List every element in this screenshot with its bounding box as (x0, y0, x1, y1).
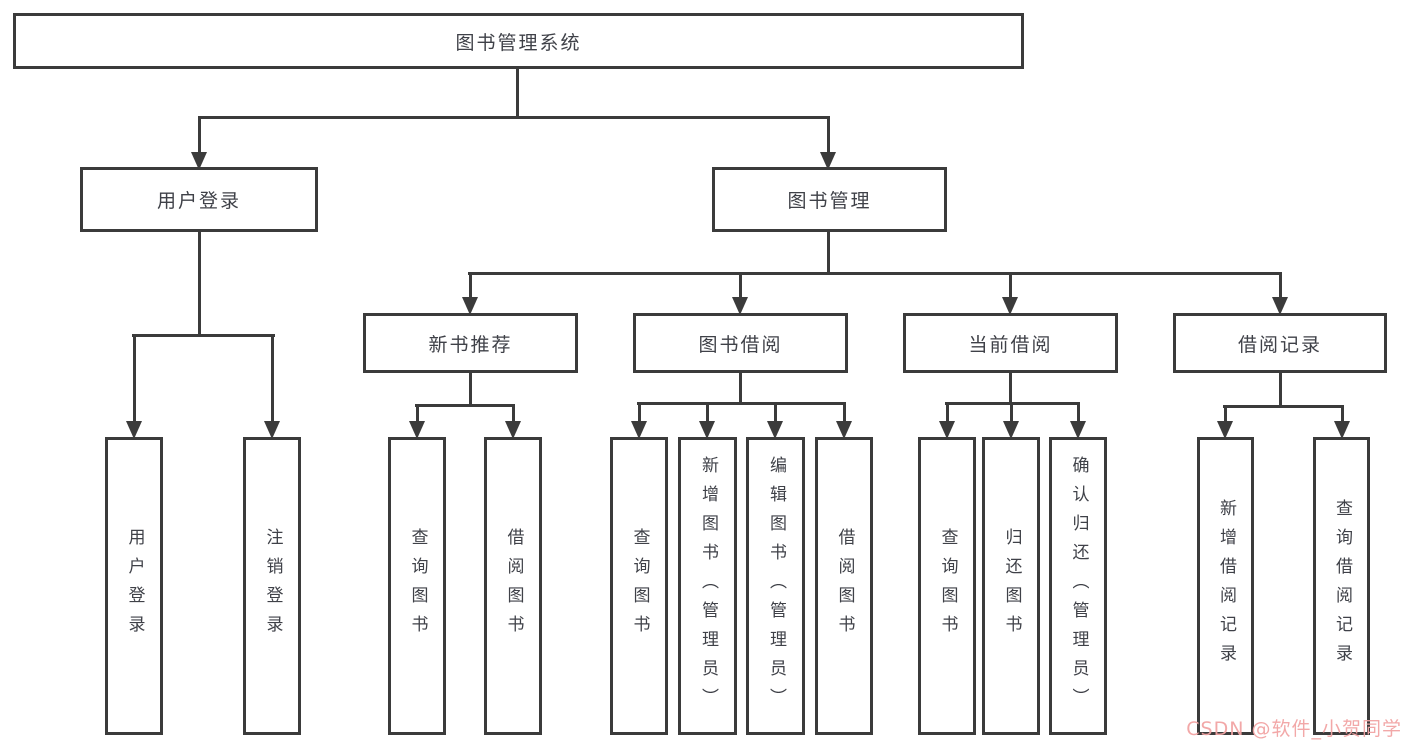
connector-arrow-stem (197, 116, 201, 154)
connector-line-vertical (826, 232, 830, 274)
connector-arrowhead (1217, 421, 1233, 439)
node-label: 注销登录 (262, 528, 283, 644)
connector-arrowhead (462, 297, 478, 315)
connector-arrow-stem (1223, 405, 1227, 423)
connector-arrow-stem (637, 402, 641, 423)
node-logout: 注销登录 (243, 437, 301, 735)
connector-line-horizontal (637, 402, 846, 405)
connector-arrowhead (939, 421, 955, 439)
node-label: 图书管理系统 (455, 31, 582, 54)
connector-line-horizontal (198, 116, 830, 119)
node-borrow-books-recommend: 借阅图书 (484, 437, 542, 735)
node-label: 查询图书 (937, 528, 958, 644)
node-current-borrowing: 当前借阅 (903, 313, 1118, 373)
node-label: 确认归还（管理员） (1068, 455, 1089, 717)
connector-arrowhead (191, 152, 207, 170)
node-label: 用户登录 (156, 190, 241, 212)
node-user-login: 用户登录 (80, 167, 318, 232)
connector-arrow-stem (270, 334, 274, 423)
node-borrowing-records: 借阅记录 (1173, 313, 1387, 373)
connector-line-horizontal (945, 402, 1080, 405)
connector-line-horizontal (415, 404, 515, 407)
connector-arrowhead (1334, 421, 1350, 439)
node-book-borrowing: 图书借阅 (633, 313, 848, 373)
node-borrow-books-borrowing: 借阅图书 (815, 437, 873, 735)
connector-arrow-stem (842, 402, 846, 423)
connector-arrowhead (1070, 421, 1086, 439)
connector-arrow-stem (1008, 272, 1012, 299)
node-library-management-system: 图书管理系统 (13, 13, 1024, 69)
node-label: 新增图书（管理员） (698, 455, 718, 717)
node-label: 新增借阅记录 (1216, 499, 1236, 673)
connector-arrowhead (1272, 297, 1288, 315)
connector-line-vertical (515, 66, 519, 118)
node-label: 当前借阅 (968, 333, 1053, 356)
node-query-books-current: 查询图书 (918, 437, 976, 735)
node-edit-books-admin: 编辑图书（管理员） (746, 437, 805, 735)
node-book-management: 图书管理 (712, 167, 947, 232)
connector-arrow-stem (1009, 402, 1013, 423)
connector-arrow-stem (132, 334, 136, 423)
connector-arrow-stem (511, 404, 515, 423)
connector-arrowhead (820, 152, 836, 170)
connector-line-vertical (468, 371, 472, 406)
connector-line-vertical (197, 232, 201, 336)
connector-arrowhead (409, 421, 425, 439)
connector-arrowhead (699, 421, 715, 439)
connector-arrowhead (264, 421, 280, 439)
node-add-books-admin: 新增图书（管理员） (678, 437, 737, 735)
connector-line-horizontal (468, 272, 1282, 275)
node-label: 图书借阅 (698, 333, 783, 356)
connector-arrow-stem (415, 404, 419, 423)
connector-line-horizontal (132, 334, 275, 337)
connector-arrowhead (836, 421, 852, 439)
node-query-books-borrowing: 查询图书 (610, 437, 668, 735)
connector-arrow-stem (1340, 405, 1344, 423)
node-query-books-recommend: 查询图书 (388, 437, 446, 735)
node-label: 用户登录 (124, 528, 145, 644)
node-label: 借阅图书 (503, 528, 524, 644)
node-confirm-return-admin: 确认归还（管理员） (1049, 437, 1107, 735)
connector-arrow-stem (773, 402, 777, 423)
node-label: 归还图书 (1001, 528, 1022, 644)
node-return-books: 归还图书 (982, 437, 1040, 735)
connector-arrow-stem (826, 116, 830, 154)
connector-arrow-stem (1076, 402, 1080, 423)
connector-arrow-stem (738, 272, 742, 299)
connector-arrowhead (767, 421, 783, 439)
connector-arrowhead (1003, 421, 1019, 439)
node-label: 借阅记录 (1237, 333, 1322, 356)
node-new-book-recommendation: 新书推荐 (363, 313, 578, 373)
node-label: 查询借阅记录 (1332, 499, 1352, 673)
node-query-borrow-record: 查询借阅记录 (1313, 437, 1370, 735)
connector-line-vertical (1008, 371, 1012, 404)
node-user-login-leaf: 用户登录 (105, 437, 163, 735)
connector-arrowhead (631, 421, 647, 439)
connector-arrowhead (126, 421, 142, 439)
connector-line-horizontal (1223, 405, 1344, 408)
node-label: 查询图书 (629, 528, 650, 644)
node-label: 图书管理 (787, 190, 872, 212)
node-label: 借阅图书 (834, 528, 855, 644)
node-add-borrow-record: 新增借阅记录 (1197, 437, 1254, 735)
connector-arrowhead (1002, 297, 1018, 315)
connector-arrow-stem (945, 402, 949, 423)
connector-arrow-stem (1278, 272, 1282, 299)
connector-line-vertical (1278, 371, 1282, 407)
node-label: 新书推荐 (428, 333, 513, 356)
node-label: 编辑图书（管理员） (766, 455, 786, 717)
node-label: 查询图书 (407, 528, 428, 644)
connector-arrowhead (732, 297, 748, 315)
watermark-text: CSDN @软件_小贺同学 (1186, 718, 1402, 740)
connector-line-vertical (738, 371, 742, 404)
connector-arrowhead (505, 421, 521, 439)
connector-arrow-stem (468, 272, 472, 299)
connector-arrow-stem (705, 402, 709, 423)
